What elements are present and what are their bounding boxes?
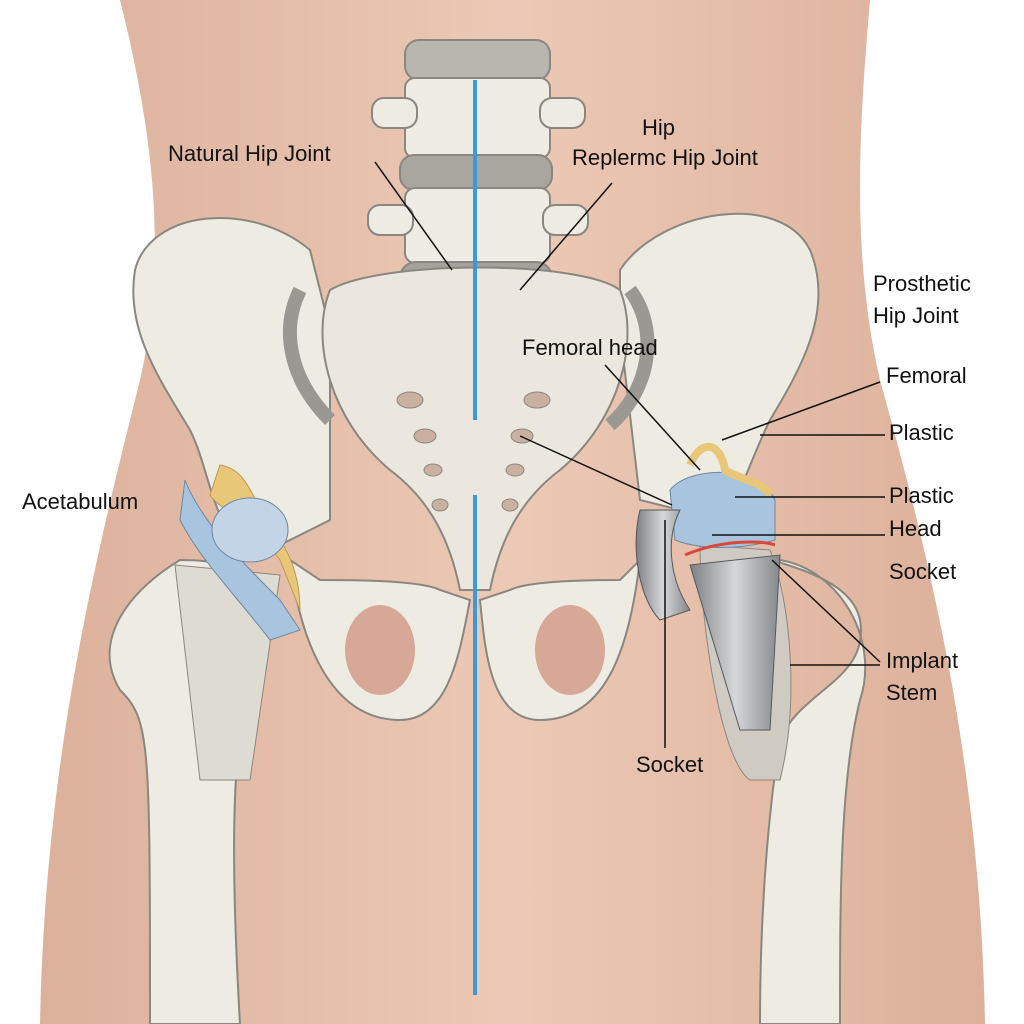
sacrum bbox=[321, 266, 629, 591]
label-replacement-hip-joint: Replermc Hip Joint bbox=[572, 145, 758, 170]
label-prosthetic: Prosthetic bbox=[873, 271, 971, 296]
label-head: Head bbox=[889, 516, 942, 541]
leader-lines bbox=[374, 161, 885, 748]
label-hip: Hip bbox=[642, 115, 676, 140]
implant-stem bbox=[689, 554, 781, 731]
label-femoral: Femoral bbox=[886, 363, 967, 388]
label-implant: Implant bbox=[886, 648, 959, 673]
label-socket-right: Socket bbox=[889, 559, 957, 584]
label-stem: Stem bbox=[886, 680, 938, 705]
prosthetic-liner bbox=[669, 471, 776, 548]
right-femur bbox=[699, 539, 867, 1024]
label-plastic-1: Plastic bbox=[889, 420, 954, 445]
label-hip-joint: Hip Joint bbox=[873, 303, 959, 328]
label-socket-bottom: Socket bbox=[636, 752, 704, 777]
label-plastic-2: Plastic bbox=[889, 483, 954, 508]
label-femoral-head: Femoral head bbox=[522, 335, 658, 360]
label-natural-hip-joint: Natural Hip Joint bbox=[168, 141, 331, 166]
label-acetabulum: Acetabulum bbox=[22, 489, 139, 514]
acetabular-cup bbox=[635, 509, 691, 621]
